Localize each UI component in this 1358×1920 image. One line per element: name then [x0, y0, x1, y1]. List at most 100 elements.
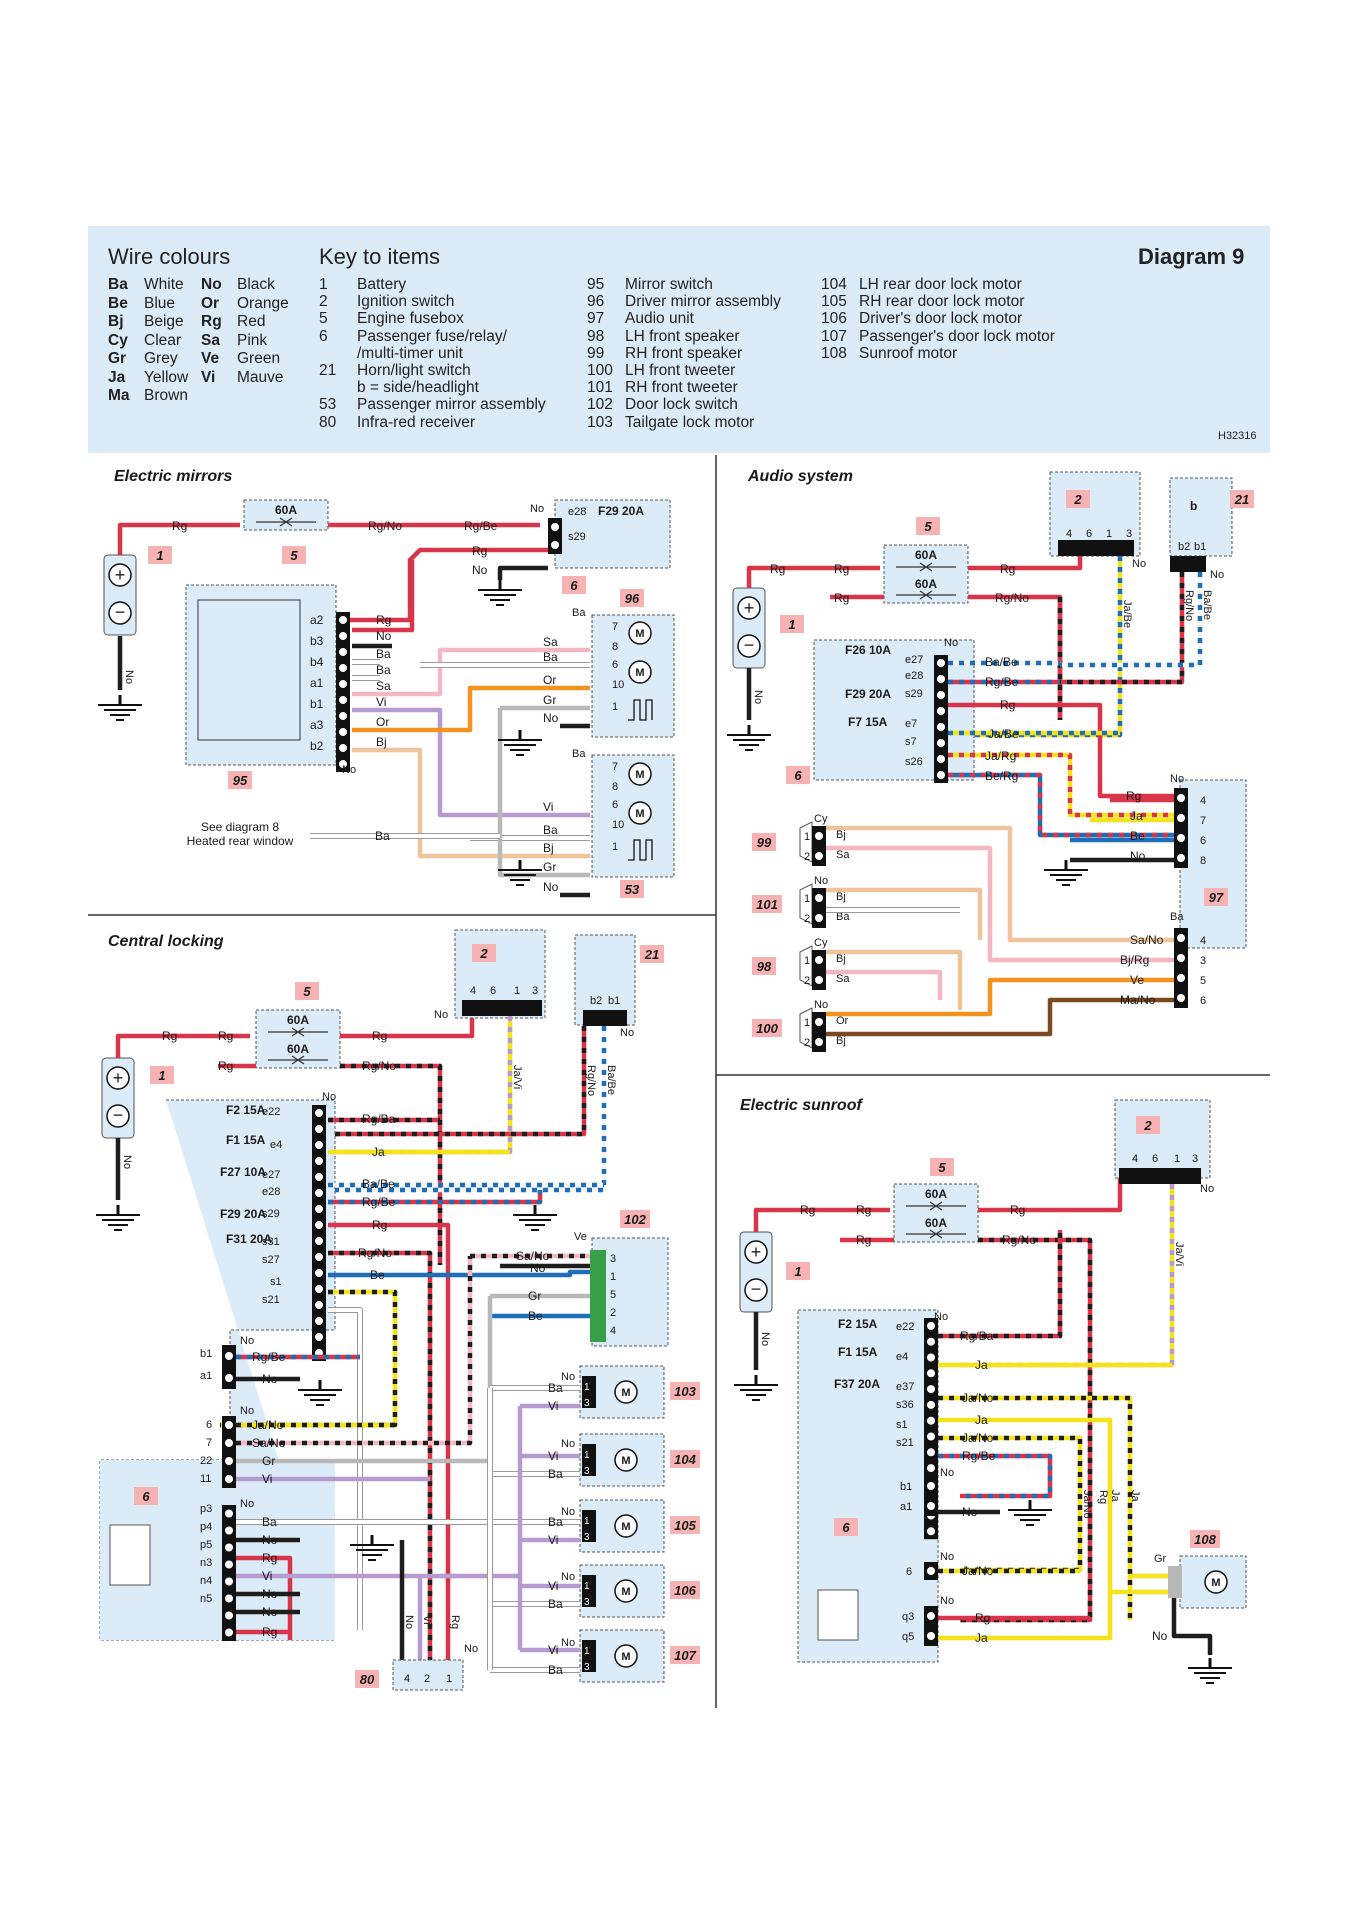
wire-label: Or — [543, 673, 556, 687]
wire-label: s21 — [896, 1437, 914, 1449]
wire-label: F2 15A — [226, 1103, 266, 1117]
wire-name: Orange — [237, 294, 289, 312]
motor-letter: M — [621, 1521, 630, 1533]
wire-label: 4 — [470, 985, 476, 997]
connector-pin — [225, 1577, 233, 1586]
wire-label: Be/Rg — [985, 769, 1018, 783]
wire-label: Rg — [834, 562, 849, 576]
connector-pin — [1177, 794, 1185, 802]
wire-label: 1 — [804, 1017, 810, 1029]
wire-label: Rg/Be — [962, 1449, 996, 1463]
wire-colours-title: Wire colours — [108, 244, 231, 269]
wire-label: Ja — [1109, 1490, 1121, 1503]
wire-label: No — [759, 1332, 771, 1346]
item-badge — [620, 1210, 650, 1228]
connector-pin — [1177, 954, 1185, 962]
connector-pin — [927, 1385, 935, 1394]
wire — [352, 707, 590, 818]
wire-label: 2 — [804, 975, 810, 987]
wire-label: Sa/No — [1130, 933, 1164, 947]
wire-label: Ja/Be — [988, 727, 1019, 741]
item-number: 96 — [625, 591, 640, 606]
wire-label: Gr — [543, 860, 556, 874]
relay-icon — [109, 1524, 151, 1586]
wire-label: 4 — [1200, 935, 1206, 947]
connector-pin — [927, 1416, 935, 1425]
wire-label: No — [1130, 849, 1146, 863]
connector-pin — [315, 1285, 323, 1293]
wire-label: Bj — [836, 1035, 846, 1047]
wire-label: No — [752, 690, 764, 704]
item-badge — [562, 576, 586, 594]
wire-label: Ba/Be — [362, 1177, 395, 1191]
plus-sign: + — [744, 598, 755, 618]
wire-label: No — [934, 1311, 948, 1323]
battery-negative-icon — [106, 1104, 130, 1128]
pin-label: s26 — [905, 756, 923, 768]
wire — [826, 825, 1174, 943]
connector-pin — [315, 1253, 323, 1261]
motor-connector — [582, 1444, 596, 1476]
connector-pin — [225, 1509, 233, 1518]
wire-label: Rg — [975, 1611, 990, 1625]
key-number: 98 — [587, 327, 605, 345]
wire-name: Black — [237, 276, 275, 293]
ignition-connector — [1119, 1168, 1201, 1184]
key-number: 2 — [319, 293, 328, 311]
item-badge — [1204, 888, 1228, 906]
wire-label: No — [472, 563, 488, 577]
switch-internal — [197, 599, 301, 741]
wire-label: Ba — [375, 829, 390, 843]
connector-pin — [927, 1612, 935, 1620]
item-badge — [1066, 490, 1090, 508]
wire — [826, 977, 1174, 1017]
motor-icon — [628, 801, 652, 825]
wire-label: Rg/No — [368, 519, 402, 533]
connector-pin — [927, 1400, 935, 1409]
wire-label: a1 — [900, 1501, 912, 1513]
key-number: 101 — [587, 379, 613, 397]
pin-label: 6 — [612, 799, 618, 811]
item-number: 98 — [757, 959, 772, 974]
connector-pin — [937, 755, 945, 763]
connector-pin — [225, 1560, 233, 1569]
wire-label: Rg/No — [1183, 590, 1195, 621]
wire-name: Yellow — [144, 368, 189, 386]
key-text: Mirror switch — [625, 276, 713, 293]
key-text: RH front speaker — [625, 344, 743, 362]
motor-letter: M — [621, 1455, 630, 1467]
wire-label: p4 — [200, 1521, 212, 1533]
item-number: 105 — [674, 1518, 696, 1533]
connector-pin — [815, 894, 823, 902]
wire-label: Ba/Be — [605, 1065, 617, 1095]
wire-label: F29 20A — [220, 1207, 266, 1221]
wire-label: No — [240, 1498, 254, 1510]
wire-label: 1 — [1174, 1153, 1180, 1165]
wire-label: a1 — [200, 1370, 212, 1382]
wire-label: Ba — [376, 663, 391, 677]
connector-pin — [551, 541, 559, 549]
motor-letter: M — [635, 808, 644, 820]
item-badge — [670, 1382, 700, 1400]
item-badge — [786, 766, 810, 784]
key-number: 102 — [587, 396, 613, 414]
wire — [938, 1230, 1063, 1339]
connector-pin — [315, 1109, 323, 1117]
connector-pin — [339, 632, 347, 640]
wire-label: Vi — [548, 1449, 558, 1463]
wire-label: Sa — [836, 973, 850, 985]
wire-stripe — [330, 1026, 587, 1137]
wire-stripe — [1060, 572, 1185, 685]
